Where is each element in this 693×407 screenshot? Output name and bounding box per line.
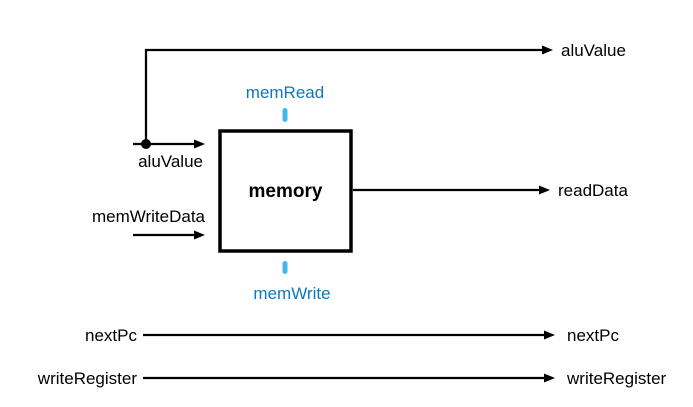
- mem-write-label: memWrite: [253, 284, 330, 303]
- alu-value-bypass-wire: [144, 48, 543, 144]
- junction-dot: [141, 139, 151, 149]
- alu-value-bypass-arrowhead: [542, 45, 553, 55]
- mem-write-data-label: memWriteData: [92, 207, 206, 226]
- alu-value-output-label: aluValue: [561, 41, 626, 60]
- write-register-arrowhead: [544, 373, 555, 383]
- write-register-left-label: writeRegister: [37, 369, 138, 388]
- next-pc-right-label: nextPc: [567, 326, 619, 345]
- next-pc-left-label: nextPc: [85, 326, 137, 345]
- alu-value-input-arrowhead: [194, 139, 205, 149]
- alu-value-input-label: aluValue: [138, 152, 203, 171]
- memory-block-label: memory: [249, 181, 323, 202]
- mem-read-label: memRead: [246, 83, 324, 102]
- mem-write-data-arrowhead: [194, 230, 205, 240]
- next-pc-arrowhead: [544, 330, 555, 340]
- read-data-label: readData: [558, 181, 628, 200]
- read-data-arrowhead: [539, 185, 550, 195]
- memory-block: [218, 129, 353, 253]
- write-register-right-label: writeRegister: [566, 369, 667, 388]
